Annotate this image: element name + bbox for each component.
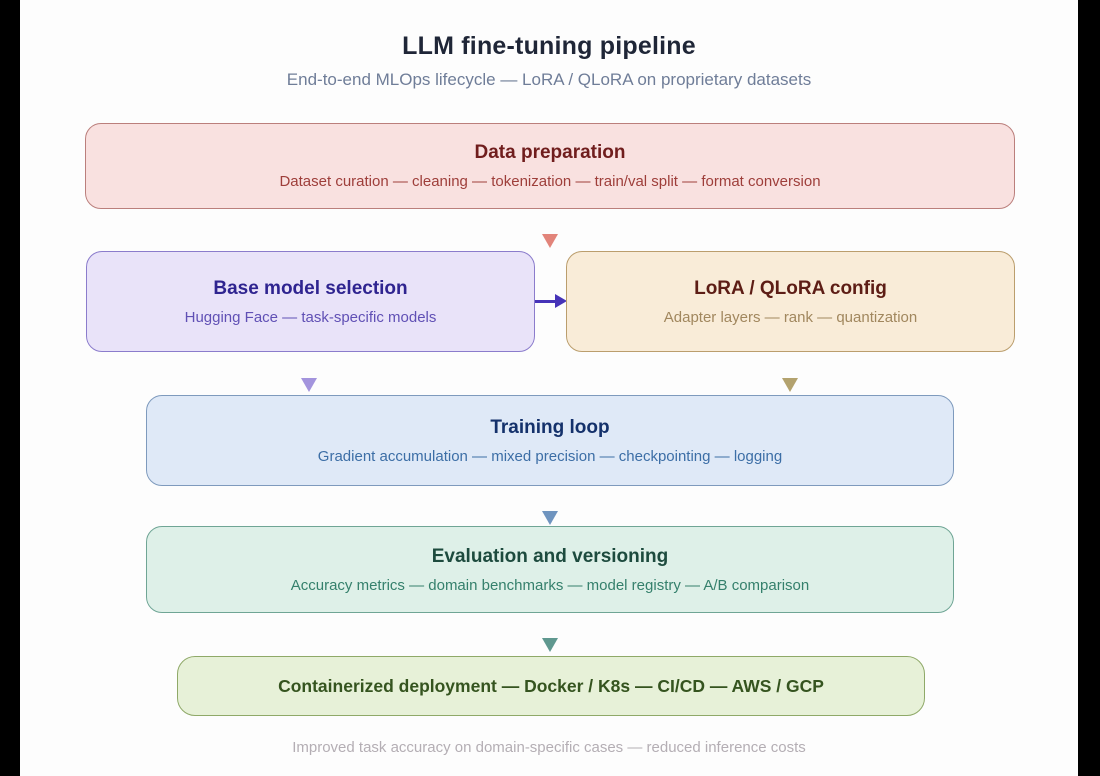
letterbox-right [1078, 0, 1100, 776]
node-lora-qlora-config: LoRA / QLoRA config Adapter layers — ran… [566, 251, 1015, 352]
node-detail: Dataset curation — cleaning — tokenizati… [279, 173, 821, 190]
node-base-model-selection: Base model selection Hugging Face — task… [86, 251, 535, 352]
node-title: Evaluation and versioning [431, 545, 669, 567]
arrow-right-base-to-lora-icon [555, 294, 567, 308]
node-title: Base model selection [213, 277, 408, 299]
page-subtitle: End-to-end MLOps lifecycle — LoRA / QLoR… [286, 70, 812, 89]
node-title: Training loop [490, 416, 610, 438]
page-title: LLM fine-tuning pipeline [402, 32, 696, 60]
node-title: Containerized deployment — Docker / K8s … [278, 675, 824, 696]
node-detail: Adapter layers — rank — quantization [663, 308, 918, 326]
arrow-down-training-icon [542, 511, 558, 525]
node-evaluation-versioning: Evaluation and versioning Accuracy metri… [146, 526, 954, 613]
node-detail: Accuracy metrics — domain benchmarks — m… [290, 576, 810, 594]
letterbox-left [0, 0, 20, 776]
arrow-down-evaluation-icon [542, 638, 558, 652]
node-data-preparation: Data preparation Dataset curation — clea… [85, 123, 1015, 209]
footer-outcome-text: Improved task accuracy on domain-specifi… [292, 739, 806, 756]
node-detail: Gradient accumulation — mixed precision … [317, 447, 783, 465]
node-training-loop: Training loop Gradient accumulation — mi… [146, 395, 954, 486]
arrow-down-data-prep-icon [542, 234, 558, 248]
node-title: LoRA / QLoRA config [694, 277, 887, 299]
diagram-canvas: LLM fine-tuning pipeline End-to-end MLOp… [20, 0, 1078, 776]
arrow-down-base-model-icon [301, 378, 317, 392]
node-title: Data preparation [474, 142, 626, 163]
node-containerized-deployment: Containerized deployment — Docker / K8s … [177, 656, 925, 716]
arrow-down-lora-config-icon [782, 378, 798, 392]
node-detail: Hugging Face — task-specific models [184, 308, 437, 326]
arrow-right-base-to-lora-line [535, 300, 558, 303]
